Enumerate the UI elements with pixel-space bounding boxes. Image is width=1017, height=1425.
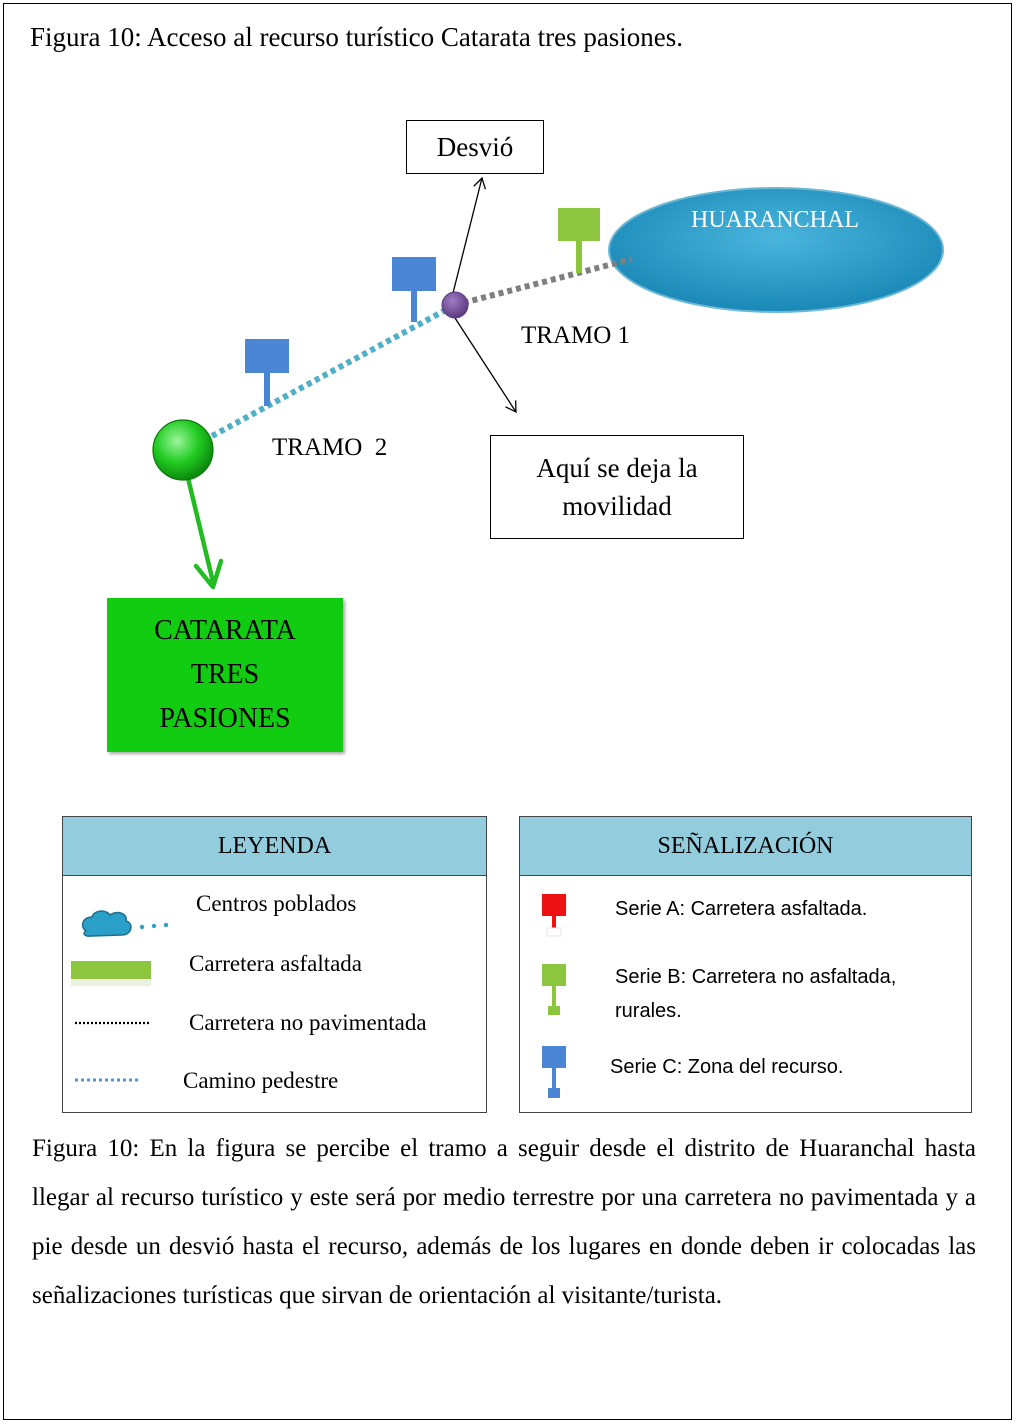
dashed-blue-line-icon: [75, 1078, 141, 1082]
green-bar-icon: [71, 961, 151, 986]
signage-item-label: Serie C: Zona del recurso.: [610, 1056, 844, 1078]
legend-item-label: Carretera asfaltada: [189, 951, 363, 976]
destination-arrow: [185, 477, 216, 583]
green-sign-icon: [542, 964, 566, 1015]
caption-text: Figura 10: En la figura se percibe el tr…: [32, 1135, 976, 1309]
desvio-box: Desvió: [406, 120, 544, 174]
cloud-icon: [81, 910, 169, 937]
destination-line1: CATARATA: [154, 615, 296, 646]
legend-box: LEYENDA Centros poblados Carretera asfal…: [62, 816, 487, 1113]
tramo2-road: [210, 302, 457, 439]
junction-point: [441, 291, 469, 319]
legend-item-label: Carretera no pavimentada: [189, 1010, 427, 1035]
blue-sign-marker-1: [392, 257, 436, 322]
figure-title: Figura 10: Acceso al recurso turístico C…: [30, 22, 684, 52]
desvio-arrow: [451, 176, 486, 298]
tramo1-label: TRAMO 1: [521, 322, 631, 349]
movilidad-box: Aquí se deja la movilidad: [490, 435, 744, 539]
legend-item-label: Centros poblados: [196, 891, 357, 916]
signage-item-label: Serie A: Carretera asfaltada.: [615, 898, 868, 920]
blue-sign-icon: [542, 1046, 566, 1098]
legend-title: LEYENDA: [63, 817, 486, 876]
dotted-line-icon: [75, 1021, 151, 1025]
green-ball: [152, 419, 214, 481]
tramo2-label: TRAMO 2: [272, 434, 388, 461]
figure-caption: Figura 10: En la figura se percibe el tr…: [32, 1124, 976, 1320]
movilidad-line2: movilidad: [562, 491, 672, 521]
blue-sign-marker-2: [245, 339, 289, 406]
destination-line3: PASIONES: [159, 703, 291, 734]
signage-item-label: Serie B: Carretera no asfaltada,: [615, 966, 897, 988]
huaranchal-ellipse: [608, 187, 944, 313]
signage-title: SEÑALIZACIÓN: [520, 817, 971, 876]
green-sign-marker: [558, 208, 600, 273]
destination-box: CATARATA TRES PASIONES: [107, 598, 343, 752]
signage-box: SEÑALIZACIÓN Serie A: Carretera asfaltad…: [519, 816, 972, 1113]
destination-line2: TRES: [190, 659, 260, 690]
destination-arrowhead: [193, 558, 224, 590]
tramo1-road: [454, 256, 633, 308]
huaranchal-label: HUARANCHAL: [691, 207, 859, 233]
signage-item-label-cont: rurales.: [615, 1000, 682, 1022]
movilidad-line1: Aquí se deja la: [536, 453, 698, 483]
red-sign-icon: [542, 894, 566, 937]
desvio-label: Desvió: [436, 131, 514, 162]
movilidad-arrow: [454, 317, 517, 414]
legend-item-label: Camino pedestre: [183, 1068, 339, 1093]
